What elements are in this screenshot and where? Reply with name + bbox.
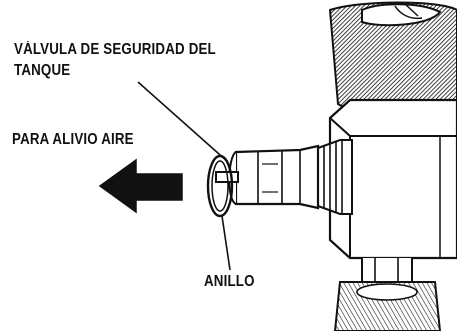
leader-valve	[137, 81, 229, 163]
gauge-dial	[328, 1, 457, 117]
valve-block	[328, 98, 457, 260]
left-arrow-icon	[98, 158, 183, 214]
safety-valve-label-line2: TANQUE	[14, 62, 71, 79]
pull-ring	[206, 154, 234, 218]
safety-valve	[228, 144, 320, 210]
lower-fitting	[333, 258, 442, 331]
valve-port	[317, 139, 353, 215]
leader-ring	[221, 215, 231, 271]
ring-label: ANILLO	[204, 273, 255, 290]
air-relief-label: PARA ALIVIO AIRE	[12, 131, 134, 148]
safety-valve-label-line1: VÁLVULA DE SEGURIDAD DEL	[14, 41, 216, 58]
